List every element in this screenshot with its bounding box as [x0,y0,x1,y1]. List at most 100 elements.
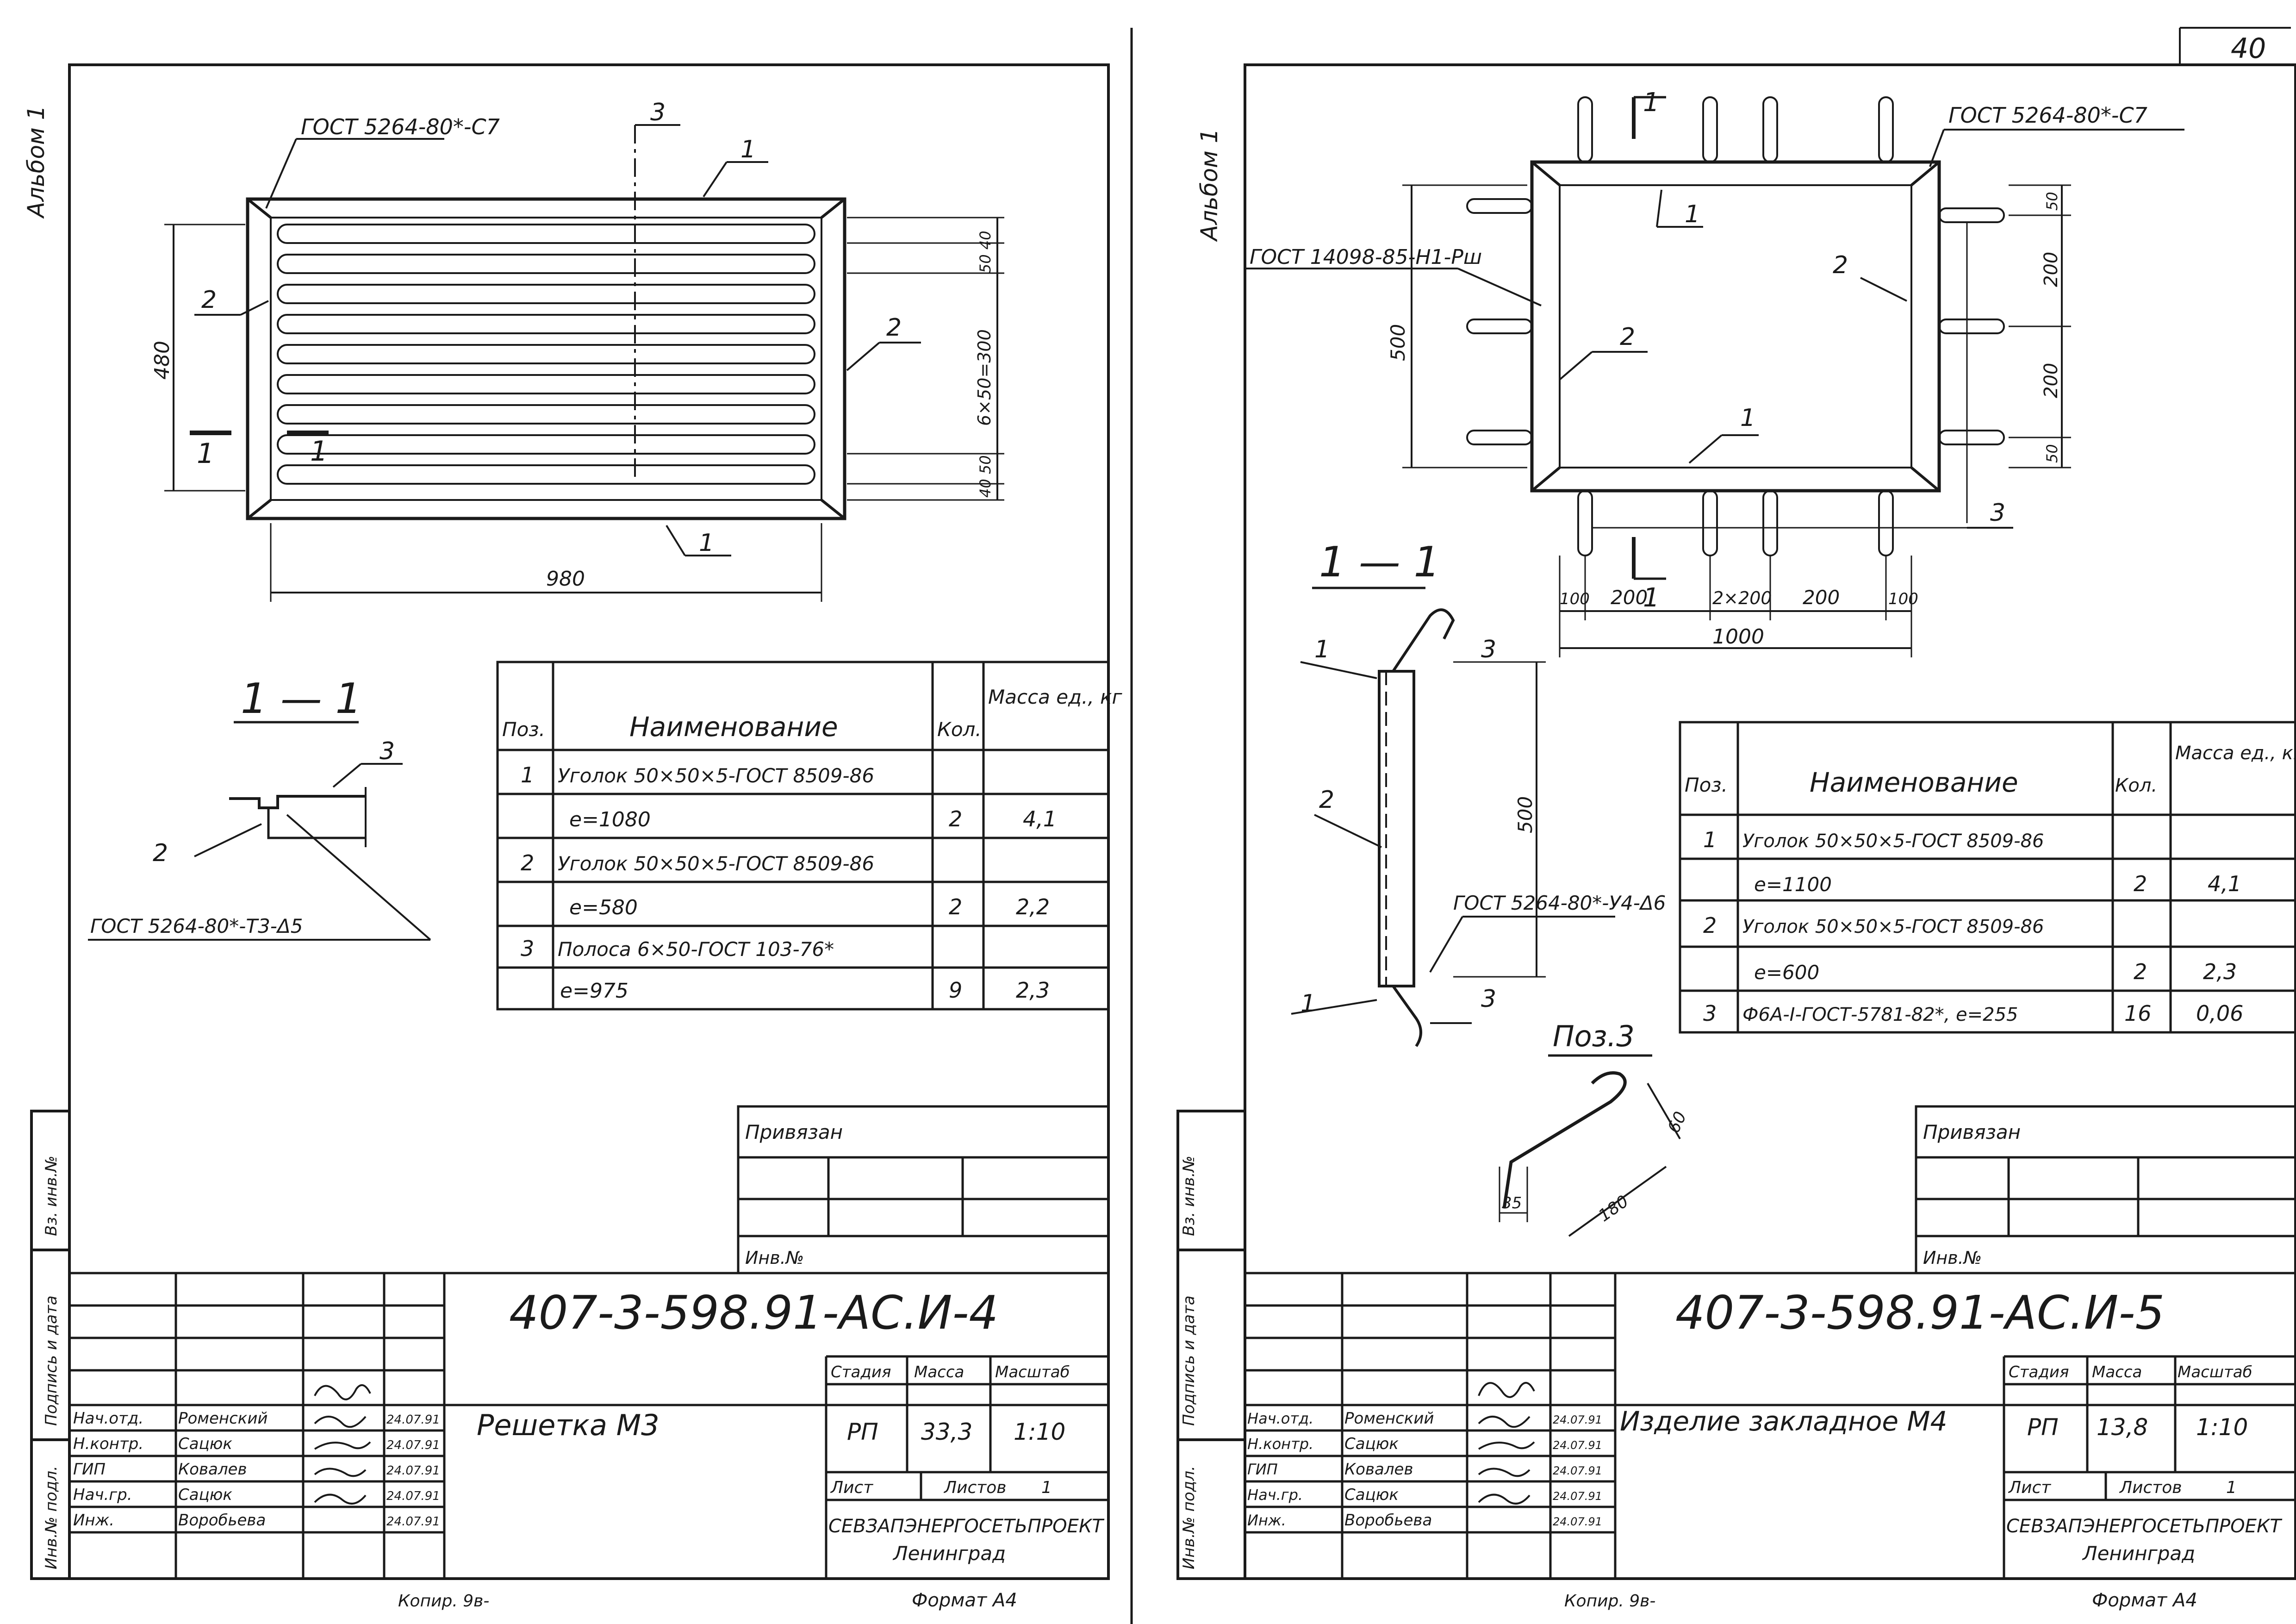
left-row3-pos: 2 [521,850,534,875]
right-row4-name: е=600 [1754,961,1819,984]
left-person-2: Сацюк [178,1435,232,1453]
right-section-callout-3-top: 3 [1481,636,1496,663]
left-row6-qty: 9 [949,978,962,1003]
left-side-vz-inv: Вз. инв.№ [42,1156,61,1236]
left-format: Формат А4 [912,1590,1017,1611]
left-row3-name: Уголок 50×50×5-ГОСТ 8509-86 [558,852,874,875]
right-weld-note-top: ГОСТ 5264-80*-С7 [1948,103,2147,128]
right-dim-right-top: 50 [2043,192,2061,211]
right-row2-qty: 2 [2134,871,2147,896]
signatures-right [1478,1382,1535,1505]
page-number: 40 [2231,32,2266,65]
right-side-podpis: Подпись и дата [1180,1295,1198,1426]
left-table-header-name: Наименование [629,711,838,743]
right-row5-qty: 16 [2124,1001,2152,1026]
left-table-header-qty: Кол. [937,718,982,741]
left-section-callout-2: 2 [153,839,168,867]
right-stage-label: Стадия [2009,1363,2069,1381]
right-section-title: 1 — 1 [1319,538,1440,587]
left-sheet-label: Лист [830,1478,873,1497]
left-callout-1-top: 1 [740,136,756,163]
right-person-3: Ковалев [1344,1460,1413,1479]
right-section-mark-top: 1 [1643,87,1660,118]
left-role-3: ГИП [73,1460,106,1479]
right-row5-name: Ф6А-I-ГОСТ-5781-82*, е=255 [1742,1004,2018,1025]
right-dim-bottom-4: 200 [1803,586,1840,609]
pos3-dim-height: 60 [1664,1109,1691,1136]
right-dim-height: 500 [1387,324,1409,361]
right-org: СЕВЗАПЭНЕРГОСЕТЬПРОЕКТ [2006,1516,2283,1537]
left-title-block-grid [68,1272,1110,1580]
embedded-part-plan-view [1245,96,2184,657]
right-inv-no: Инв.№ [1923,1248,1982,1268]
right-spec-table-grid [1679,721,2296,1034]
signatures-left [314,1384,371,1505]
left-dim-top-spacing: 50 40 [977,231,994,273]
right-row2-mass: 4,1 [2208,871,2241,896]
right-row5-mass: 0,06 [2196,1001,2243,1026]
right-mass: 13,8 [2097,1414,2148,1441]
left-row1-pos: 1 [521,762,534,787]
right-dim-total: 1000 [1712,625,1764,649]
left-dim-bottom-spacing: 40 50 [977,455,994,498]
right-format: Формат А4 [2092,1590,2197,1611]
left-person-3: Ковалев [178,1460,247,1479]
left-mass-label: Масса [914,1363,964,1381]
right-table-header-pos: Поз. [1685,774,1728,796]
right-role-2: Н.контр. [1247,1435,1313,1453]
left-row6-mass: 2,3 [1016,978,1050,1003]
left-row2-qty: 2 [949,806,962,831]
right-row3-name: Уголок 50×50×5-ГОСТ 8509-86 [1742,916,2044,937]
left-dim-mid-spacing: 6×50=300 [974,329,995,426]
left-kopir: Копир. 9в- [398,1592,489,1611]
left-stage: РП [847,1418,878,1445]
left-sheets-label: Листов [943,1478,1006,1497]
left-table-header-pos: Поз. [502,718,545,741]
right-city: Ленинград [2082,1542,2195,1565]
left-row5-name: Полоса 6×50-ГОСТ 103-76* [558,938,834,961]
right-section-callout-3-bottom: 3 [1481,985,1496,1013]
left-sheets-count: 1 [1041,1478,1052,1497]
left-role-1: Нач.отд. [73,1409,143,1428]
left-callout-2-left: 2 [201,286,217,314]
right-role-5: Инж. [1247,1512,1286,1529]
pos3-dim-length: 180 [1595,1192,1632,1225]
left-row5-pos: 3 [521,936,534,961]
right-stage: РП [2027,1414,2059,1441]
right-weld-note-section: ГОСТ 5264-80*-У4-Δ6 [1453,892,1666,914]
left-row1-name: Уголок 50×50×5-ГОСТ 8509-86 [558,764,874,787]
left-callout-1-bottom: 1 [699,529,714,557]
right-dim-bottom-2: 200 [1611,586,1648,609]
right-sheet-frame [1244,63,2296,1580]
embedded-part-section-view [1291,587,1615,1047]
right-row5-pos: 3 [1703,1001,1717,1026]
right-dim-bottom-1: 100 [1560,590,1590,608]
right-kopir: Копир. 9в- [1564,1592,1655,1611]
right-callout-1-bottom: 1 [1740,404,1755,432]
right-scale: 1:10 [2196,1414,2248,1441]
pos3-dim-bend: 35 [1502,1194,1522,1212]
right-sheet-label: Лист [2008,1478,2051,1497]
pos3-detail [1499,1054,1681,1237]
right-role-4: Нач.гр. [1247,1486,1303,1504]
left-section-mark-a: 1 [197,437,214,470]
right-section-dim-height: 500 [1514,796,1537,833]
right-table-header-qty: Кол. [2115,775,2157,796]
right-dim-right-bottom: 50 [2043,444,2061,463]
right-table-header-name: Наименование [1810,767,2018,798]
right-side-vz-inv: Вз. инв.№ [1180,1156,1198,1236]
left-row4-qty: 2 [949,894,962,919]
right-person-5: Воробьева [1344,1511,1432,1530]
left-privyazan: Привязан [745,1121,843,1143]
left-date-2: 24.07.91 [386,1438,440,1452]
left-person-4: Сацюк [178,1486,232,1504]
left-scale-label: Масштаб [995,1363,1070,1381]
left-person-5: Воробьева [178,1511,266,1530]
left-row2-name: е=1080 [569,808,651,831]
left-row4-mass: 2,2 [1016,894,1050,919]
right-side-inv-podl: Инв.№ подл. [1180,1466,1198,1569]
right-section-callout-2: 2 [1319,786,1334,814]
right-date-4: 24.07.91 [1553,1490,1602,1503]
left-table-header-mass: Масса ед., кг [988,686,1123,708]
right-section-callout-1-bottom: 1 [1300,990,1316,1018]
